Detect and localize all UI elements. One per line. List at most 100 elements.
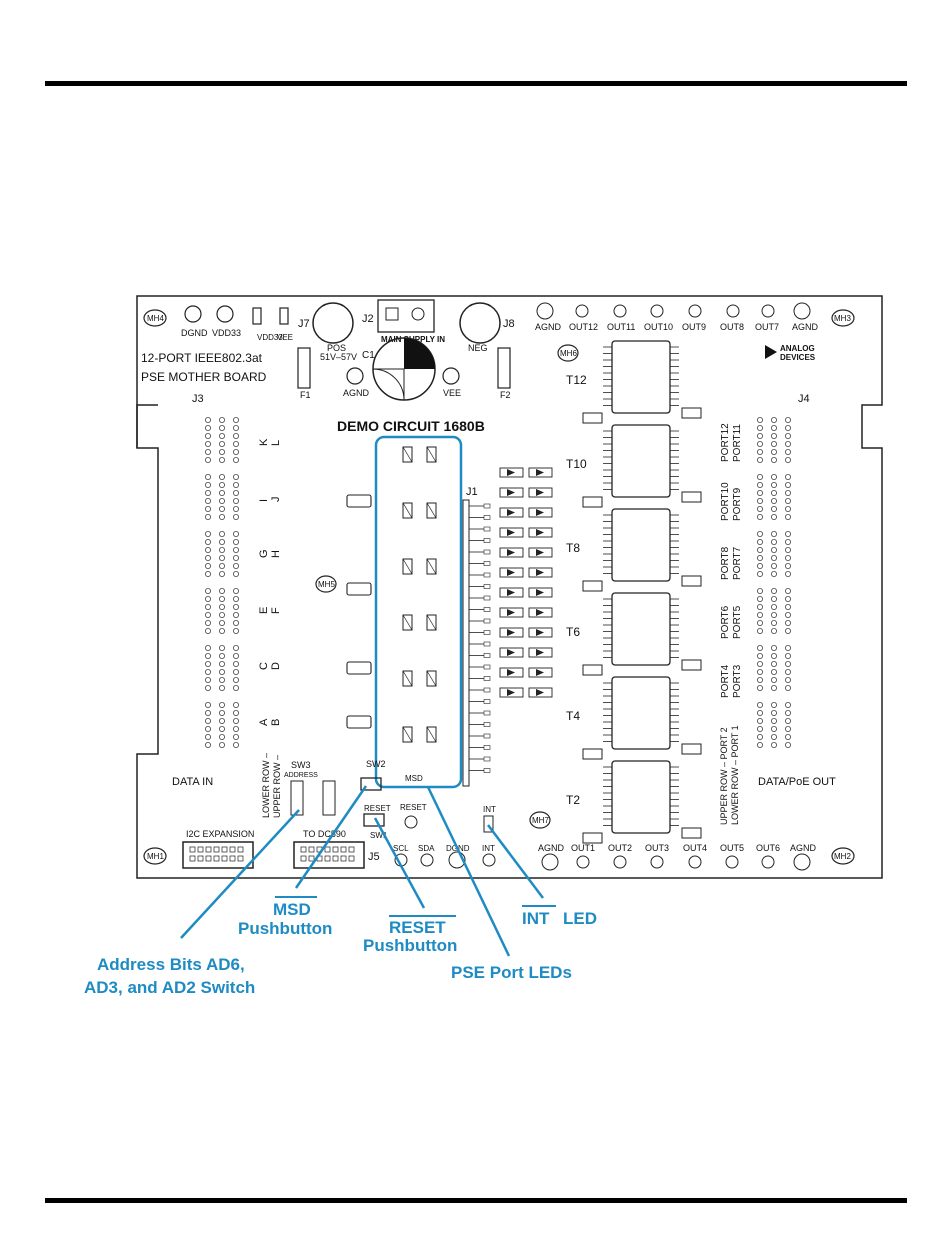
port-led bbox=[402, 558, 413, 575]
agnd-c1-label: AGND bbox=[343, 388, 370, 398]
j4-pin bbox=[771, 718, 778, 725]
sw3-label: SW3 bbox=[291, 760, 311, 770]
scl-label: SCL bbox=[393, 844, 409, 853]
j3-pin bbox=[232, 734, 239, 741]
j3-pin bbox=[204, 514, 211, 521]
transformer-body bbox=[611, 424, 671, 498]
header-pin bbox=[229, 846, 236, 853]
diode bbox=[499, 647, 524, 658]
j3-pin bbox=[218, 563, 225, 570]
j1-pin-pad bbox=[483, 561, 491, 566]
agnd-top-right-label: AGND bbox=[792, 322, 819, 332]
row-letter: L bbox=[270, 440, 282, 446]
header-pin bbox=[300, 846, 307, 853]
port-led bbox=[402, 614, 413, 631]
diode-mark bbox=[507, 489, 515, 496]
port-led bbox=[426, 446, 437, 463]
j4-pin bbox=[785, 726, 792, 733]
j1-pin-pad bbox=[483, 584, 491, 589]
j3-pin bbox=[232, 473, 239, 480]
port-led-mark bbox=[426, 446, 437, 463]
j2-pin-square bbox=[385, 307, 399, 321]
reset-testpoint-label: RESET bbox=[400, 803, 427, 812]
diode-mark bbox=[536, 509, 544, 516]
j4-pin bbox=[785, 628, 792, 635]
callout-leaders bbox=[180, 785, 544, 957]
reset-board-label: RESET bbox=[364, 804, 391, 813]
j3-pin bbox=[204, 563, 211, 570]
j3-pin bbox=[232, 718, 239, 725]
j5-header bbox=[293, 841, 365, 869]
msd-pushbutton[interactable] bbox=[360, 777, 382, 791]
transformer-body bbox=[611, 508, 671, 582]
vdd33-label: VDD33 bbox=[212, 328, 241, 338]
transformer-label: T10 bbox=[566, 457, 587, 471]
header-pin bbox=[237, 846, 244, 853]
j4-pin bbox=[771, 539, 778, 546]
ca-capacitor bbox=[582, 832, 603, 844]
j4-pin bbox=[785, 563, 792, 570]
diode-mark bbox=[536, 469, 544, 476]
sda-label: SDA bbox=[418, 844, 435, 853]
port-led-mark bbox=[402, 558, 413, 575]
j4-pin bbox=[785, 571, 792, 578]
j3-pin bbox=[232, 416, 239, 423]
sw3-switch[interactable] bbox=[290, 780, 304, 816]
header-pin bbox=[348, 855, 355, 862]
j3-pin bbox=[204, 742, 211, 749]
j3-pin bbox=[204, 473, 211, 480]
i2c-expansion-header bbox=[182, 841, 254, 869]
j1-pin-pad bbox=[483, 641, 491, 647]
header-pin bbox=[332, 855, 339, 862]
j3-pin bbox=[218, 628, 225, 635]
vee-c1-label: VEE bbox=[443, 388, 461, 398]
j3-pin bbox=[218, 448, 225, 455]
header-pin bbox=[213, 855, 220, 862]
reset-pushbutton[interactable] bbox=[363, 813, 385, 827]
j3-pin bbox=[204, 456, 211, 463]
bottom-rule bbox=[45, 1198, 907, 1203]
j4-pin bbox=[757, 710, 764, 717]
j3-pin bbox=[218, 424, 225, 431]
j3-pin bbox=[232, 481, 239, 488]
agnd-top-label: AGND bbox=[535, 322, 562, 332]
msd-callout: MSD bbox=[273, 900, 311, 919]
diode bbox=[528, 627, 553, 638]
port-led-mark bbox=[402, 726, 413, 743]
diode-mark bbox=[536, 689, 544, 696]
pse-port-leds bbox=[402, 446, 437, 743]
j4-pin bbox=[757, 424, 764, 431]
j4-pin bbox=[785, 531, 792, 538]
diode bbox=[499, 687, 524, 698]
diode bbox=[499, 667, 524, 678]
j8-label: J8 bbox=[503, 318, 515, 330]
agnd-bottom-right-label: AGND bbox=[790, 843, 817, 853]
j4-pin bbox=[771, 710, 778, 717]
diode bbox=[528, 507, 553, 518]
int-bottom-label: INT bbox=[482, 844, 495, 853]
header-pin bbox=[324, 846, 331, 853]
j3-pin bbox=[232, 685, 239, 692]
header-pin bbox=[300, 855, 307, 862]
reset-callout-sub: Pushbutton bbox=[363, 936, 457, 955]
j4-pin bbox=[785, 653, 792, 660]
header-pin bbox=[332, 846, 339, 853]
pse-led-highlight bbox=[374, 435, 463, 789]
j4-pin bbox=[785, 440, 792, 447]
mounting-holes bbox=[143, 309, 855, 865]
j3-pin-grid bbox=[204, 416, 239, 749]
j1-pin-pad bbox=[483, 687, 491, 693]
j3-pin bbox=[204, 645, 211, 652]
j3-pin bbox=[218, 547, 225, 554]
top-output-testpoint bbox=[761, 304, 775, 318]
j1-pin-pad bbox=[483, 503, 491, 509]
diode bbox=[528, 687, 553, 698]
diode bbox=[499, 467, 524, 478]
header-pin bbox=[197, 846, 204, 853]
top-output-testpoint bbox=[688, 304, 702, 318]
j3-pin bbox=[218, 432, 225, 439]
cb-capacitor bbox=[681, 407, 702, 419]
header-pin bbox=[205, 846, 212, 853]
port-led bbox=[426, 558, 437, 575]
vee-led-label: VEE bbox=[277, 333, 293, 342]
